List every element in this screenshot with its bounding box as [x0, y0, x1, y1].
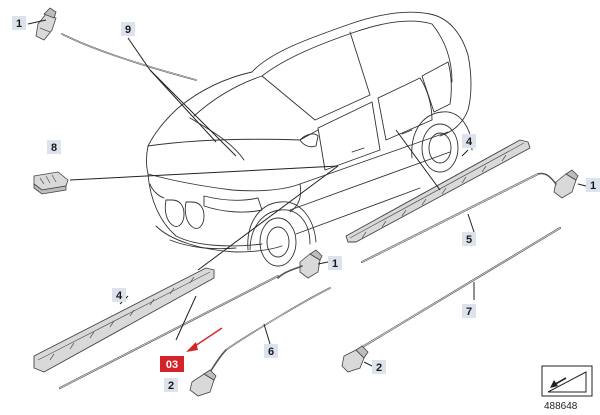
vehicle-outline	[146, 11, 473, 267]
callout-1-top-left: 1	[12, 16, 26, 30]
sill-strip-part-4-left	[33, 267, 215, 373]
callout-8: 8	[47, 140, 61, 154]
leader-lines	[27, 19, 587, 367]
connector-part-1-right	[537, 169, 579, 199]
callout-1-right: 1	[586, 178, 600, 192]
callout-4-left: 4	[112, 288, 126, 302]
callout-1-middle: 1	[328, 256, 342, 270]
connector-part-1-top-left	[35, 7, 57, 41]
callout-5-text: 5	[466, 234, 472, 246]
callout-6-text: 6	[268, 346, 274, 358]
callout-7-text: 7	[466, 306, 472, 318]
callout-5: 5	[462, 232, 476, 246]
callout-1-right-text: 1	[590, 180, 596, 192]
callout-4-right-text: 4	[466, 136, 473, 148]
callout-03-highlight: 03	[160, 356, 184, 372]
callout-2-left-text: 2	[168, 380, 174, 392]
connector-part-2-left	[189, 369, 217, 397]
sill-strip-part-4-right	[345, 139, 531, 243]
callout-03-highlight-text: 03	[166, 359, 178, 371]
callout-9-text: 9	[125, 24, 131, 36]
wire-part-9	[61, 33, 197, 81]
callout-2-right: 2	[372, 360, 386, 374]
callout-4-left-text: 4	[116, 290, 123, 302]
rod-part-5	[361, 173, 539, 263]
document-number: 488648	[544, 401, 578, 412]
wire-part-6	[209, 287, 331, 373]
callout-8-text: 8	[51, 142, 57, 154]
highlight-arrow	[186, 327, 223, 352]
rod-part-7	[353, 227, 561, 353]
callout-4-right: 4	[462, 134, 476, 148]
callout-9: 9	[121, 22, 135, 36]
connector-part-2-right	[341, 345, 369, 373]
sensor-part-8	[33, 171, 69, 195]
callout-2-left: 2	[164, 378, 178, 392]
callout-6: 6	[264, 344, 278, 358]
callout-1-middle-text: 1	[332, 258, 338, 270]
callout-2-right-text: 2	[376, 362, 382, 374]
callout-7: 7	[462, 304, 476, 318]
callout-1-top-left-text: 1	[16, 18, 22, 30]
corner-badge	[541, 365, 593, 397]
rod-lower-left	[59, 275, 279, 389]
drop-ramp-icon	[547, 371, 587, 393]
connector-part-1-middle	[277, 249, 323, 279]
